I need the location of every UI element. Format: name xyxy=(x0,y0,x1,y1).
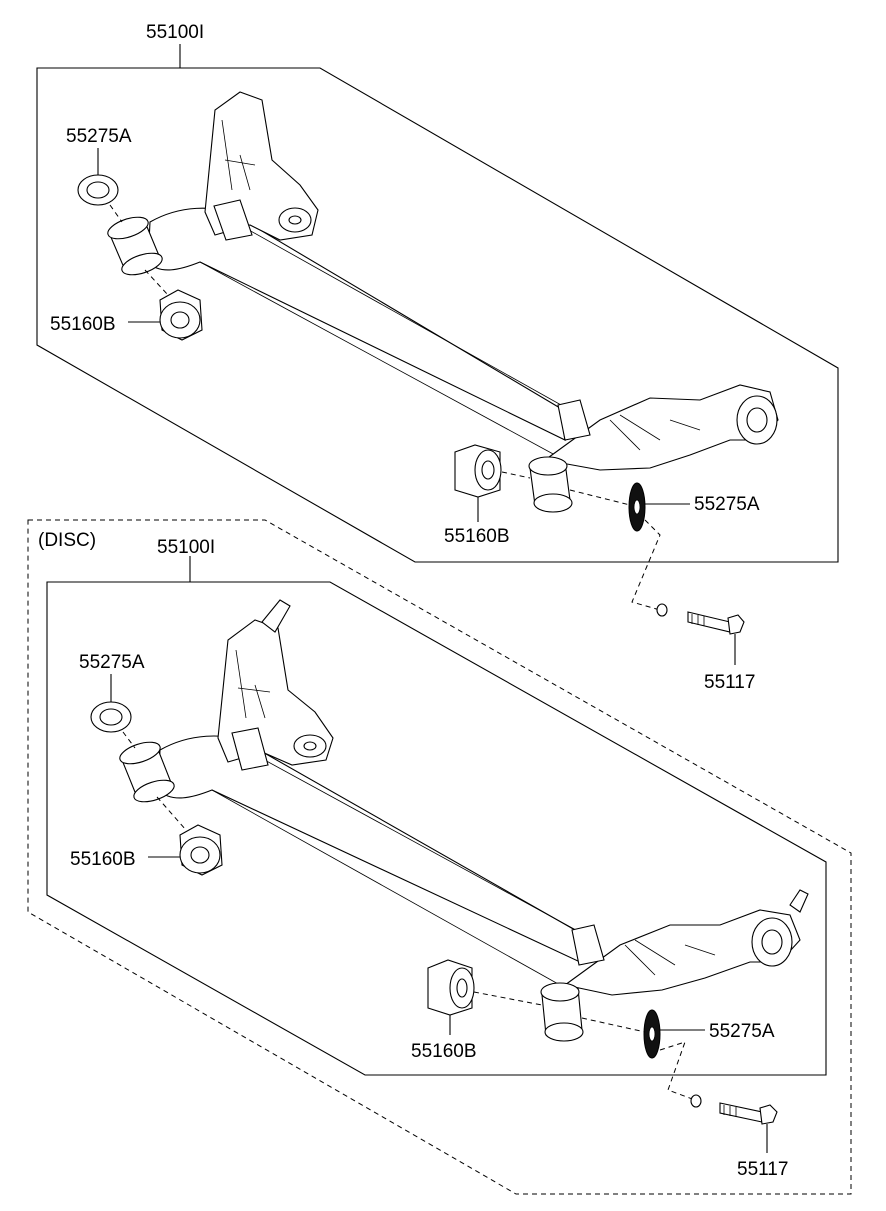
top-washer-right xyxy=(628,482,690,532)
top-washer-left-label: 55275A xyxy=(66,126,132,147)
disc-assembly-label: 55100I xyxy=(157,537,215,558)
disc-bolt-axis xyxy=(659,1041,696,1101)
top-assembly-frame xyxy=(36,67,839,563)
disc-bushing-left-label: 55160B xyxy=(70,849,136,870)
top-washer-right-axis xyxy=(569,489,631,506)
disc-bolt-label: 55117 xyxy=(737,1159,788,1180)
top-bolt-label: 55117 xyxy=(704,672,755,693)
disc-bushing-right-axis xyxy=(473,991,543,1006)
top-left-housing xyxy=(107,216,163,276)
disc-right-housing xyxy=(540,982,584,1042)
top-washer-right-label: 55275A xyxy=(694,494,760,515)
disc-section-title: (DISC) xyxy=(38,530,96,551)
disc-washer-right-label: 55275A xyxy=(709,1021,775,1042)
top-bushing-right-axis xyxy=(501,471,531,479)
disc-washer-left xyxy=(90,674,132,733)
disc-bushing-left-axis xyxy=(156,796,187,831)
top-bushing-left-label: 55160B xyxy=(50,314,116,335)
disc-washer-right-axis xyxy=(581,1017,646,1033)
top-bolt-axis xyxy=(631,519,661,611)
top-bolt xyxy=(656,603,745,665)
disc-washer-left-label: 55275A xyxy=(79,652,145,673)
top-assembly-label: 55100I xyxy=(146,22,204,43)
disc-section-frame xyxy=(27,519,852,1195)
disc-assembly-group: (DISC) 55100I xyxy=(27,519,852,1195)
disc-bushing-right xyxy=(427,959,475,1035)
disc-bolt xyxy=(690,1094,778,1153)
top-washer-left-axis xyxy=(109,204,123,223)
top-bushing-right-label: 55160B xyxy=(444,526,510,547)
top-bushing-right xyxy=(454,444,502,522)
disc-bushing-left xyxy=(148,824,223,876)
disc-washer-left-axis xyxy=(122,731,136,749)
disc-assembly-frame xyxy=(46,581,827,1076)
disc-axle-beam xyxy=(157,599,809,996)
top-bushing-left-axis xyxy=(144,269,169,296)
top-right-housing xyxy=(528,456,573,513)
disc-washer-right xyxy=(643,1009,705,1059)
top-axle-beam xyxy=(147,91,779,471)
top-washer-left xyxy=(77,148,119,206)
disc-bushing-right-label: 55160B xyxy=(411,1041,477,1062)
top-assembly-group: 55100I xyxy=(36,22,839,693)
top-bushing-left xyxy=(128,289,203,341)
disc-left-housing xyxy=(119,741,175,803)
